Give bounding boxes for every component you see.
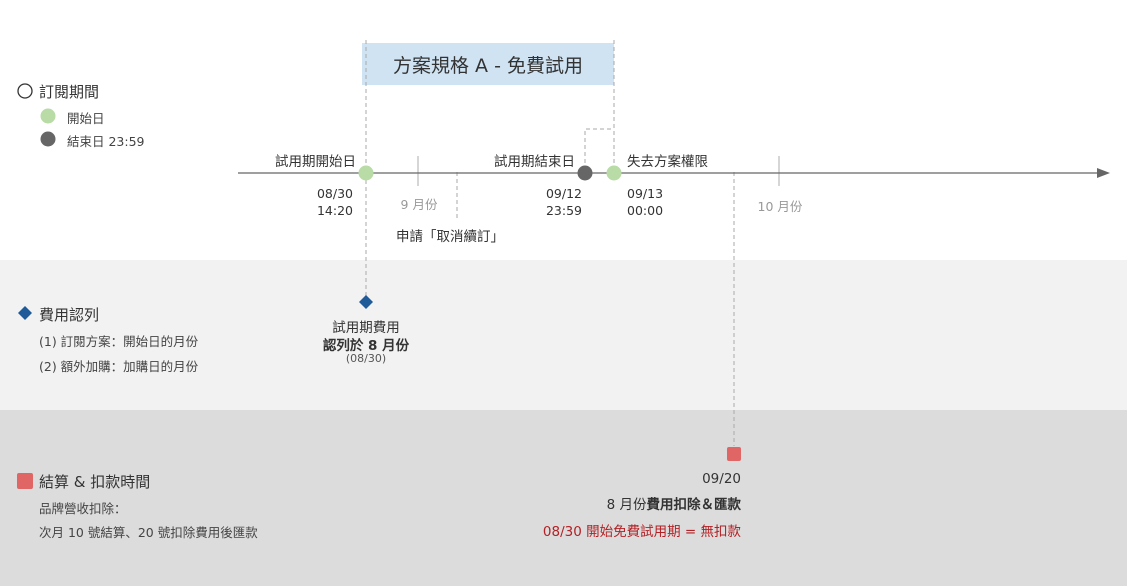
plan-label: 方案規格 A - 免費試用 <box>393 54 583 77</box>
revenue-diamond-marker <box>359 295 373 309</box>
legend-end-label: 結束日 23:59 <box>67 134 145 149</box>
trial-end-dot <box>577 165 593 181</box>
settlement-marker-line2: 8 月份費用扣除＆匯款 <box>440 493 741 513</box>
settlement-band <box>0 410 1127 586</box>
cancel-label: 申請「取消續訂」 <box>396 229 504 245</box>
settlement-item-2: 次月 10 號結算、20 號扣除費用後匯款 <box>39 525 258 540</box>
settlement-square-icon <box>17 473 33 489</box>
trial-start-dot <box>358 165 374 181</box>
revenue-title: 費用認列 <box>39 306 100 324</box>
lose-access-time: 00:00 <box>627 203 664 218</box>
lose-access-date: 09/13 <box>627 186 664 201</box>
settlement-deduct-remit: 費用扣除＆匯款 <box>646 497 742 513</box>
end-lose-bracket <box>584 128 614 170</box>
subscription-title: 訂閱期間 <box>39 83 100 101</box>
timeline-arrowhead <box>1097 168 1110 178</box>
revenue-marker-line2: 認列於 8 月份 <box>322 338 410 354</box>
settlement-title: 結算 & 扣款時間 <box>39 473 151 491</box>
settlement-item-1: 品牌營收扣除： <box>39 501 127 516</box>
oct-month-label: 10 月份 <box>757 199 803 214</box>
lose-access-dot <box>606 165 622 181</box>
trial-end-label: 試用期結束日 <box>494 154 575 170</box>
subscription-ring-icon <box>17 83 33 99</box>
settlement-square-marker <box>727 447 741 461</box>
revenue-marker-line3: (08/30) <box>345 352 387 365</box>
legend-start-label: 開始日 <box>67 111 105 126</box>
revenue-diamond-icon <box>18 306 32 320</box>
trial-start-date: 08/30 <box>316 186 353 201</box>
settlement-marker-date: 09/20 <box>702 471 741 487</box>
revenue-item-1: (1) 訂閱方案：開始日的月份 <box>39 334 199 349</box>
end-legend-dot <box>40 131 56 147</box>
plan-label-box: 方案規格 A - 免費試用 <box>362 43 614 85</box>
trial-end-time: 23:59 <box>545 203 582 218</box>
revenue-item-2: (2) 額外加購：加購日的月份 <box>39 359 199 374</box>
revenue-band <box>0 260 1127 410</box>
sep-month-label: 9 月份 <box>400 197 438 212</box>
trial-start-label: 試用期開始日 <box>275 154 356 170</box>
revenue-marker-line1: 試用期費用 <box>332 320 400 336</box>
start-legend-dot <box>40 108 56 124</box>
settlement-marker-line3: 08/30 開始免費試用期 = 無扣款 <box>542 524 741 540</box>
settlement-month-prefix: 8 月份 <box>606 497 647 513</box>
lose-access-label: 失去方案權限 <box>627 154 708 170</box>
trial-end-date: 09/12 <box>545 186 582 201</box>
trial-start-time: 14:20 <box>316 203 353 218</box>
